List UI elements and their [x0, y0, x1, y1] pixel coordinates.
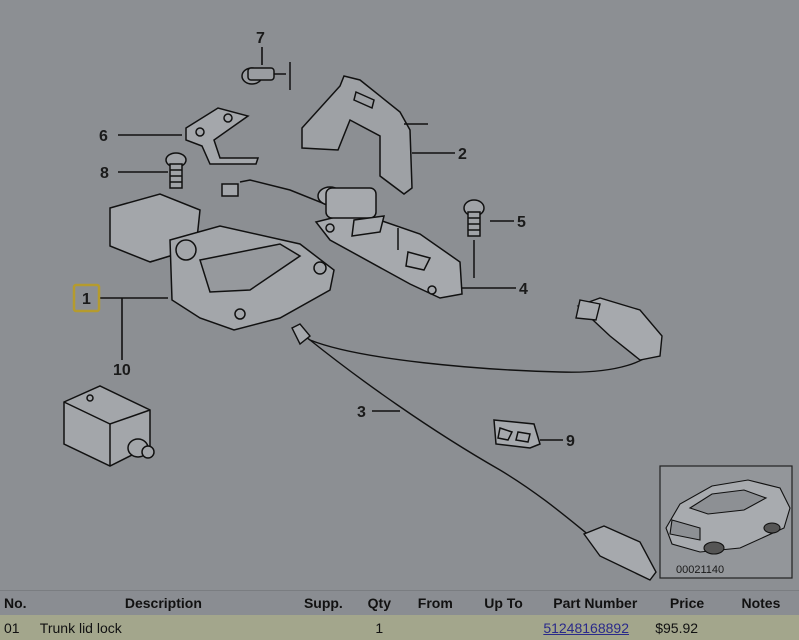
col-header-description: Description — [35, 590, 291, 615]
callout-1-highlight[interactable] — [72, 283, 101, 313]
cell-description: Trunk lid lock — [35, 615, 291, 640]
cell-no: 01 — [0, 615, 36, 640]
cell-notes — [722, 615, 799, 640]
col-header-from: From — [402, 590, 468, 615]
col-header-supp: Supp. — [290, 590, 356, 615]
callout-4[interactable]: 4 — [519, 281, 528, 298]
cell-up-to — [467, 615, 540, 640]
leader-lines — [100, 47, 563, 441]
table-row: 01 Trunk lid lock 1 51248168892 $95.92 — [0, 615, 799, 640]
part-3-cable — [291, 297, 663, 581]
part-7-screw — [241, 62, 291, 90]
callout-1[interactable]: 1 — [82, 291, 91, 308]
part-2-bracket — [301, 75, 428, 195]
col-header-no: No. — [0, 590, 36, 615]
parts-diagram: 1 2 3 4 5 6 7 8 9 10 00021140 — [63, 30, 793, 581]
col-header-up-to: Up To — [467, 590, 540, 615]
table-header-row: No. Description Supp. Qty From Up To Par… — [0, 590, 799, 615]
callout-9[interactable]: 9 — [566, 433, 575, 450]
part-8-bolt — [165, 152, 187, 189]
part-1-trunk-lid-lock — [109, 179, 381, 331]
callout-5[interactable]: 5 — [517, 214, 526, 231]
car-icon — [665, 479, 791, 555]
callout-10[interactable]: 10 — [113, 362, 131, 379]
cell-part-number: 51248168892 — [539, 615, 652, 640]
col-header-notes: Notes — [722, 590, 799, 615]
part-9-clip — [493, 419, 541, 449]
callout-7[interactable]: 7 — [256, 30, 265, 47]
callout-8[interactable]: 8 — [100, 165, 109, 182]
part-6-bracket — [185, 107, 260, 165]
parts-table: No. Description Supp. Qty From Up To Par… — [0, 590, 799, 640]
cell-qty: 1 — [355, 615, 403, 640]
col-header-part-number: Part Number — [539, 590, 652, 615]
cell-from — [402, 615, 468, 640]
callout-3[interactable]: 3 — [357, 404, 366, 421]
callout-2[interactable]: 2 — [458, 146, 467, 163]
vehicle-thumbnail: 00021140 — [659, 465, 793, 579]
callout-6[interactable]: 6 — [99, 128, 108, 145]
cell-supp — [290, 615, 356, 640]
part-4-actuator-plate — [314, 186, 463, 299]
part-number-link[interactable]: 51248168892 — [543, 619, 629, 636]
part-10-actuator — [63, 385, 155, 467]
cell-price: $95.92 — [651, 615, 723, 640]
part-5-bolt — [463, 199, 485, 278]
col-header-qty: Qty — [355, 590, 403, 615]
col-header-price: Price — [651, 590, 723, 615]
thumbnail-id: 00021140 — [676, 564, 724, 576]
